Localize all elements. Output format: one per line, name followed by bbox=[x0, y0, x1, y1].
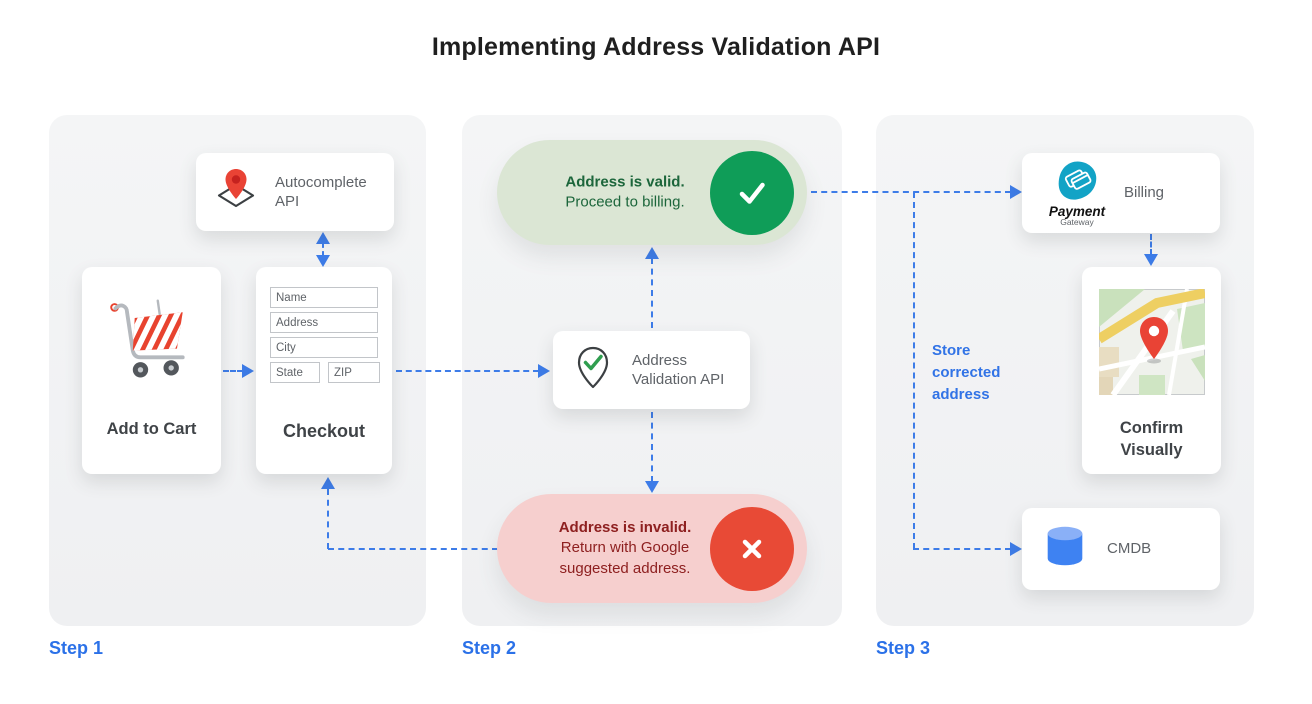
checkmark-icon bbox=[710, 150, 794, 235]
arrow-line-billing-confirm bbox=[1150, 234, 1152, 255]
checkout-label: Checkout bbox=[282, 421, 365, 441]
arrow-up-autocomplete bbox=[316, 232, 330, 244]
arrow-head-invalid-return bbox=[321, 477, 335, 489]
payment-gateway-logo-title: Payment bbox=[1048, 203, 1106, 219]
map-image bbox=[1095, 288, 1206, 397]
autocomplete-map-pin-icon bbox=[212, 166, 260, 219]
add-to-cart-card: Add to Cart bbox=[82, 267, 221, 474]
address-validation-api-label: Address Validation API bbox=[632, 351, 725, 389]
autocomplete-api-label: Autocomplete API bbox=[275, 173, 367, 211]
arrow-line-invalid-return-v bbox=[327, 489, 329, 549]
arrow-head-cart-checkout bbox=[242, 364, 254, 378]
arrow-head-store-cmdb bbox=[1010, 542, 1022, 556]
step2-label: Step 2 bbox=[462, 638, 517, 658]
payment-gateway-logo-subtitle: Gateway bbox=[1060, 217, 1094, 228]
address-valid-title: Address is valid. bbox=[565, 172, 685, 190]
arrow-head-validation-valid bbox=[645, 247, 659, 259]
city-field: City bbox=[270, 337, 378, 358]
address-field: Address bbox=[270, 312, 378, 333]
state-field: State bbox=[270, 362, 320, 383]
store-corrected-address-note: Store corrected address bbox=[932, 342, 1001, 403]
diagram-title: Implementing Address Validation API bbox=[431, 33, 881, 61]
cmdb-label: CMDB bbox=[1107, 540, 1152, 558]
arrow-line-store-v bbox=[913, 192, 915, 549]
arrow-line-cart-checkout bbox=[223, 370, 243, 372]
step1-label: Step 1 bbox=[49, 638, 104, 658]
payment-gateway-logo: Payment Gateway bbox=[1038, 159, 1116, 228]
confirm-visually-card: Confirm Visually bbox=[1082, 267, 1221, 474]
step3-label: Step 3 bbox=[876, 638, 931, 658]
arrow-line-checkout-validation bbox=[396, 370, 539, 372]
arrow-down-checkout bbox=[316, 255, 330, 267]
arrow-head-valid-billing bbox=[1010, 185, 1022, 199]
address-invalid-pill: Address is invalid. Return with Google s… bbox=[497, 494, 807, 603]
database-icon bbox=[1038, 522, 1092, 577]
billing-label: Billing bbox=[1124, 184, 1165, 202]
address-valid-text: Address is valid. Proceed to billing. bbox=[529, 172, 721, 213]
cmdb-card: CMDB bbox=[1022, 508, 1220, 590]
address-valid-pill: Address is valid. Proceed to billing. bbox=[497, 140, 807, 245]
shopping-cart-icon bbox=[104, 293, 200, 394]
arrow-line-autocomplete-checkout bbox=[322, 243, 324, 256]
arrow-line-validation-valid bbox=[651, 258, 653, 328]
checkout-card: Name Address City State ZIP Checkout bbox=[256, 267, 392, 474]
arrow-head-checkout-validation bbox=[538, 364, 550, 378]
address-invalid-subtitle: Return with Google suggested address. bbox=[559, 539, 691, 577]
billing-card: Payment Gateway Billing bbox=[1022, 153, 1220, 233]
arrow-line-valid-billing bbox=[811, 191, 1011, 193]
arrow-line-validation-invalid bbox=[651, 412, 653, 482]
add-to-cart-label: Add to Cart bbox=[106, 419, 197, 438]
arrow-head-validation-invalid bbox=[645, 481, 659, 493]
confirm-visually-label: Confirm Visually bbox=[1119, 419, 1184, 460]
address-invalid-title: Address is invalid. bbox=[558, 518, 692, 536]
address-valid-subtitle: Proceed to billing. bbox=[565, 193, 685, 211]
address-invalid-text: Address is invalid. Return with Google s… bbox=[529, 517, 721, 579]
arrow-line-invalid-return-h bbox=[328, 548, 498, 550]
arrow-line-store-h bbox=[913, 548, 1011, 550]
name-field: Name bbox=[270, 287, 378, 308]
x-icon bbox=[710, 506, 794, 591]
address-validation-api-card: Address Validation API bbox=[553, 331, 750, 409]
zip-field: ZIP bbox=[328, 362, 380, 383]
autocomplete-api-card: Autocomplete API bbox=[196, 153, 394, 231]
arrow-head-billing-confirm bbox=[1144, 254, 1158, 266]
validation-pin-check-icon bbox=[569, 344, 617, 397]
